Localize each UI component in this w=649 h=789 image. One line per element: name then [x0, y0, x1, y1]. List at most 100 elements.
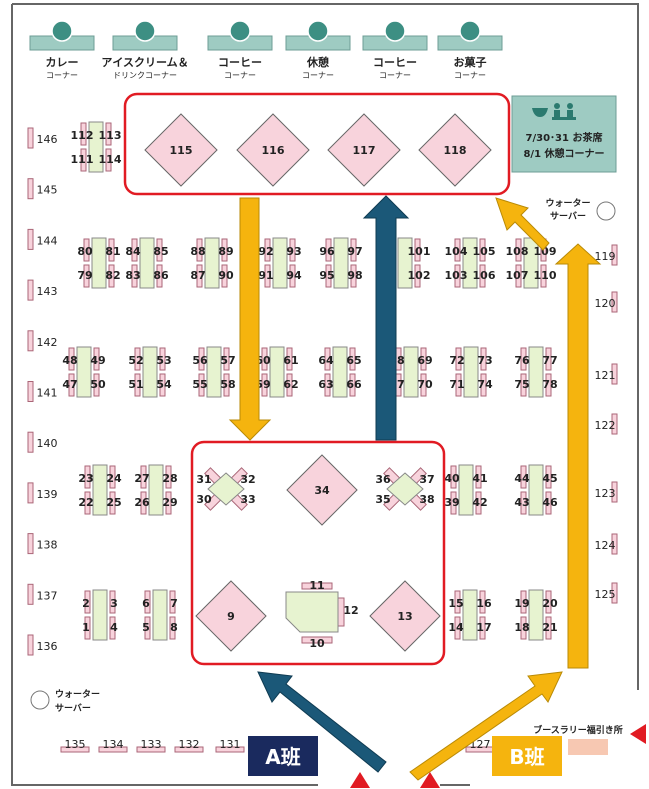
- booth-number: 43: [514, 496, 529, 509]
- wall-booth: 134: [98, 738, 128, 753]
- booth-number: 57: [220, 354, 235, 367]
- booth-number: 65: [346, 354, 361, 367]
- wall-booth-number: 146: [37, 133, 58, 146]
- booth-number: 70: [417, 378, 433, 391]
- route-b-arrow-down: [228, 197, 272, 441]
- water-server-line1: ウォーター: [55, 688, 100, 700]
- wall-booth: 135: [60, 738, 90, 753]
- booth-number: 4: [110, 621, 118, 634]
- wall-booth-number: 144: [37, 234, 58, 247]
- group-b-label: B班: [492, 736, 562, 776]
- corner-coffee1-label: コーヒー: [218, 56, 262, 69]
- booth-number: 50: [90, 378, 106, 391]
- diamond-booth-number: 13: [397, 610, 412, 623]
- booth-number: 61: [283, 354, 298, 367]
- route-b-arrow-side: [495, 197, 602, 669]
- wall-booth: 141: [27, 381, 58, 402]
- diamond-booth: 116: [236, 113, 310, 187]
- wall-booth: 137: [27, 583, 58, 605]
- booth-number: 110: [534, 269, 557, 282]
- coffee-cup-icon: [384, 20, 406, 42]
- booth-rally-desk: [568, 739, 608, 755]
- diamond-booth-number: 34: [314, 484, 330, 497]
- booth-number: 64: [318, 354, 334, 367]
- booth-number: 87: [190, 269, 205, 282]
- center-highlight-box: [190, 440, 446, 666]
- diamond-booth-number: 9: [227, 610, 235, 623]
- corner-sweets-label: お菓子: [454, 55, 487, 69]
- wall-booth-number: 139: [37, 488, 58, 501]
- booth-number: 80: [77, 245, 93, 258]
- wall-booth: 119: [595, 244, 618, 266]
- booth-number: 12: [343, 604, 358, 617]
- booth-number: 104: [445, 245, 468, 258]
- wall-booth: 139: [27, 482, 58, 504]
- booth-number: 51: [128, 378, 143, 391]
- booth-number: 26: [134, 496, 150, 509]
- diamond-booth: 9: [195, 580, 267, 652]
- wall-booth-number: 132: [179, 738, 200, 751]
- wall-booth: 138: [27, 533, 58, 555]
- wall-booth: 121: [595, 363, 618, 385]
- booth-number: 66: [346, 378, 362, 391]
- booth-number: 36: [375, 473, 391, 486]
- booth-number: 46: [542, 496, 558, 509]
- booth-rally-area: ブースラリー福引き所: [533, 724, 623, 755]
- booth-number: 94: [286, 269, 302, 282]
- wall-booth-number: 140: [37, 437, 58, 450]
- booth-number: 73: [477, 354, 492, 367]
- water-server-icon: [596, 201, 616, 221]
- tea-line2: 8/1 休憩コーナー: [523, 147, 604, 160]
- corner-sweets-sub: コーナー: [454, 71, 486, 80]
- entrance-marker-b: [420, 772, 440, 788]
- corner-icecream-label: アイスクリーム＆: [101, 56, 188, 69]
- rest-people-icon: [307, 20, 329, 42]
- booth-number: 106: [473, 269, 496, 282]
- booth-number: 55: [192, 378, 207, 391]
- booth-number: 48: [62, 354, 77, 367]
- wall-booth: 127: [465, 738, 495, 753]
- diamond-booth-number: 116: [262, 144, 285, 157]
- curry-bowl-icon: [51, 20, 73, 42]
- wall-booth-number: 138: [37, 539, 58, 552]
- wall-booth-number: 125: [595, 588, 616, 601]
- booth-number: 56: [192, 354, 208, 367]
- hall-wall: [11, 3, 639, 786]
- booth-number: 5: [142, 621, 150, 634]
- booth-number: 39: [444, 496, 459, 509]
- booth-number: 52: [128, 354, 143, 367]
- booth-number: 89: [218, 245, 233, 258]
- wall-booth-number: 119: [595, 250, 616, 263]
- wall-booth: 140: [27, 431, 58, 453]
- booth-number: 82: [105, 269, 120, 282]
- booth-number: 42: [472, 496, 487, 509]
- diamond-booth: 118: [418, 113, 492, 187]
- water-server-line2: サーバー: [550, 211, 586, 222]
- wall-booth: 123: [595, 481, 618, 503]
- water-server-right: ウォーター サーバー: [545, 197, 616, 222]
- wall-booth-number: 122: [595, 419, 616, 432]
- route-arrows: [228, 195, 602, 781]
- wall-booth-number: 127: [470, 738, 491, 751]
- wall-booth-number: 143: [37, 285, 58, 298]
- booth-number: 102: [408, 269, 431, 282]
- booth-number: 109: [534, 245, 557, 258]
- diamond-booth: 117: [327, 113, 401, 187]
- booth-number: 31: [196, 473, 211, 486]
- booth-number: 37: [419, 473, 434, 486]
- water-server-icon: [30, 690, 50, 710]
- booth-number: 38: [419, 493, 434, 506]
